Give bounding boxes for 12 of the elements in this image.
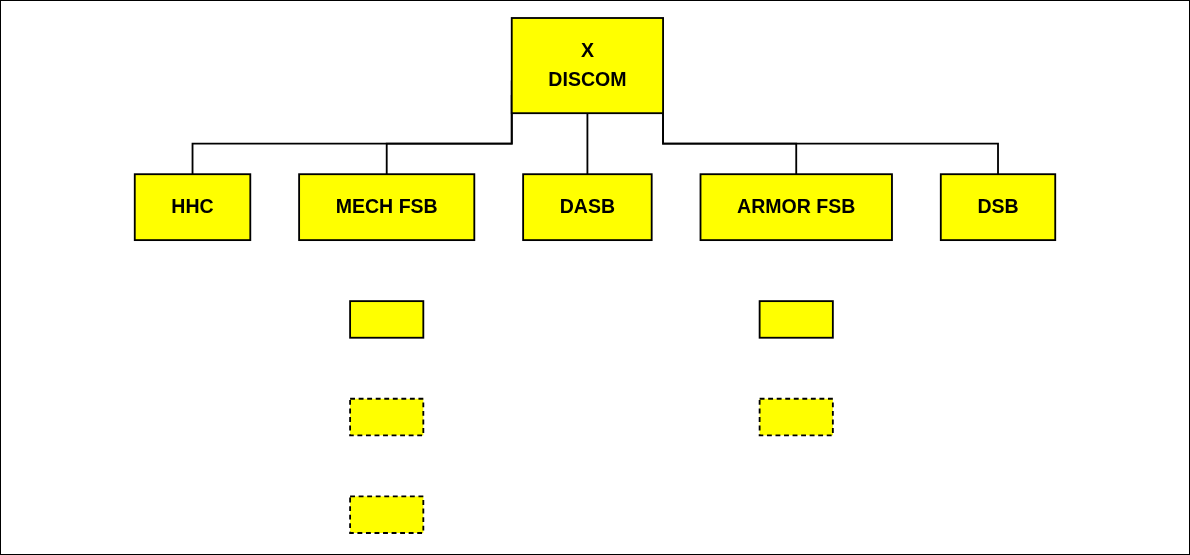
node-box: [349, 495, 425, 534]
node-box: X DISCOM: [510, 17, 664, 115]
node-box: [349, 397, 425, 437]
node-box: [349, 300, 425, 339]
node-box: [758, 397, 834, 437]
node-box: DASB: [522, 173, 653, 242]
node-box: DSB: [939, 173, 1057, 242]
node-box: MECH FSB: [298, 173, 476, 242]
node-box: ARMOR FSB: [699, 173, 893, 242]
node-box: HHC: [133, 173, 252, 242]
node-box: [758, 300, 834, 339]
connector: [586, 112, 589, 176]
